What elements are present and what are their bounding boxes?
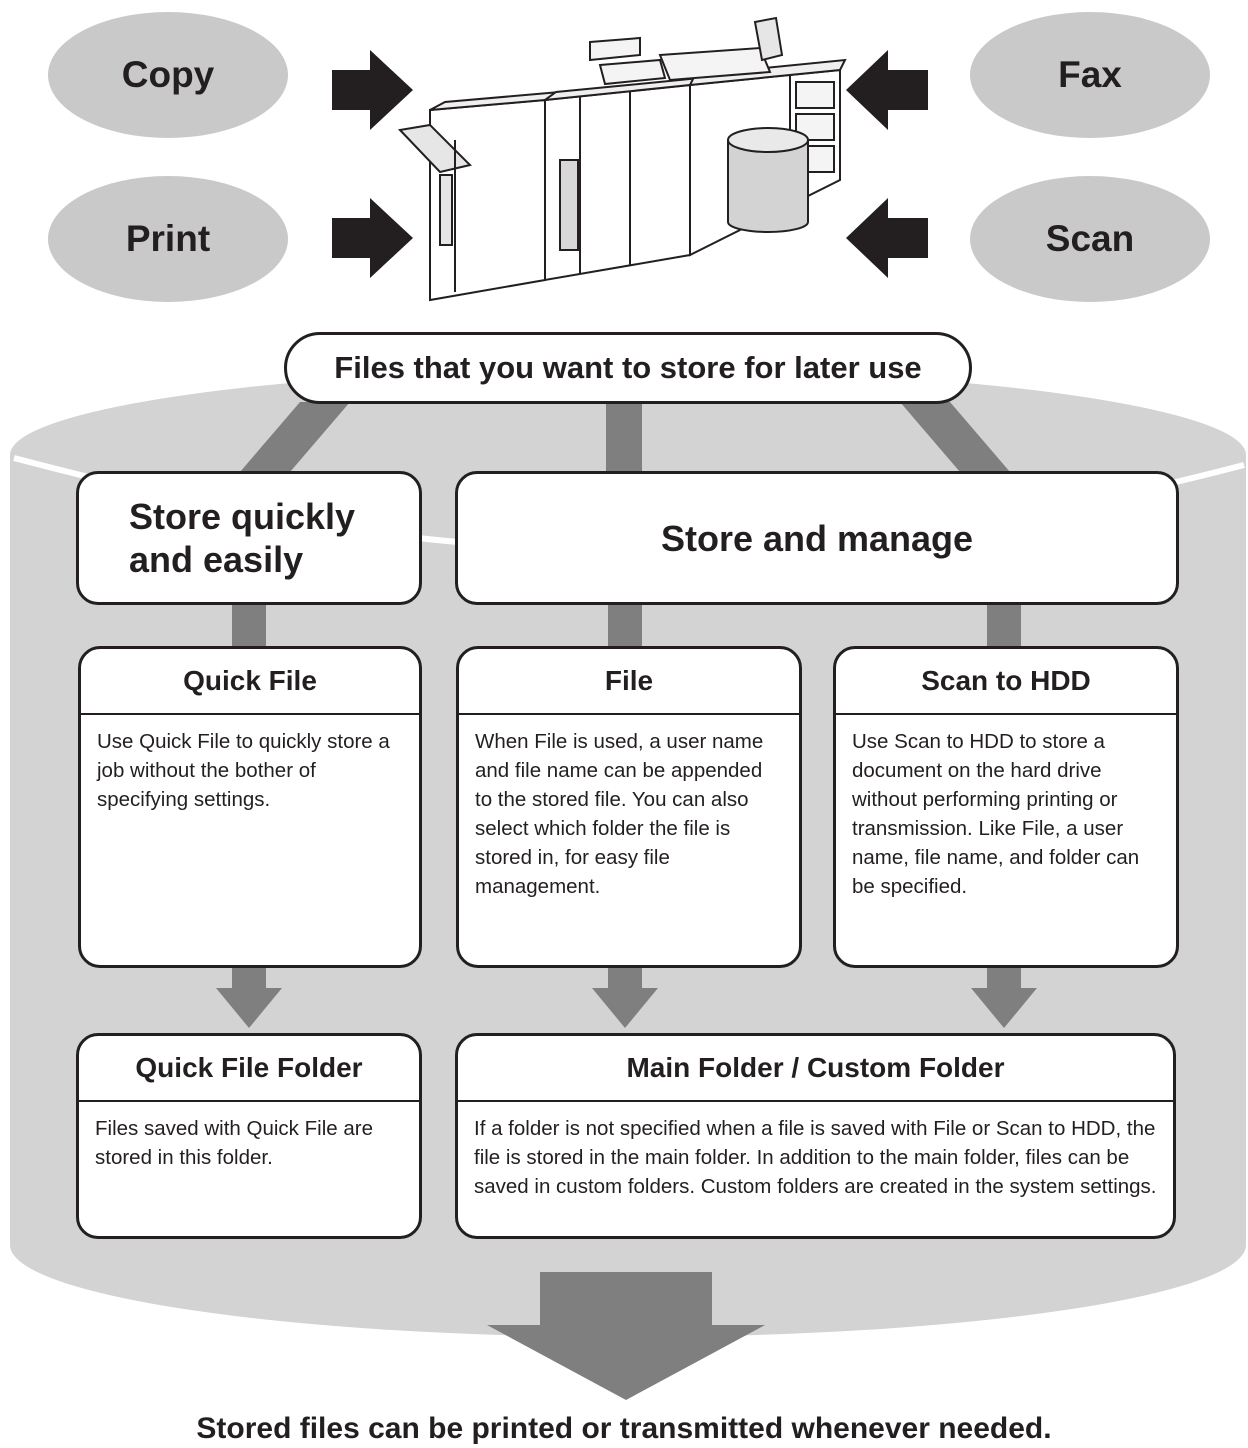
copy-label: Copy [121, 54, 215, 95]
folder-main-custom: Main Folder / Custom Folder If a folder … [455, 1033, 1176, 1239]
down-arrows [216, 966, 1037, 1028]
category-store-quickly: Store quickly and easily [76, 471, 422, 605]
mfp-machine-illustration [397, 16, 847, 302]
connectors [232, 402, 1021, 648]
print-source: Print [48, 176, 288, 302]
method-title: Quick File [81, 649, 419, 715]
bottom-arrow [487, 1272, 765, 1400]
intro-pill: Files that you want to store for later u… [284, 332, 972, 404]
folder-title: Quick File Folder [79, 1036, 419, 1102]
copy-source: Copy [48, 12, 288, 138]
category-store-quickly-label: Store quickly and easily [129, 496, 356, 580]
folder-quick-file: Quick File Folder Files saved with Quick… [76, 1033, 422, 1239]
method-description: When File is used, a user name and file … [475, 730, 764, 898]
method-title: File [459, 649, 799, 715]
fax-label: Fax [1058, 54, 1122, 95]
fax-source: Fax [970, 12, 1210, 138]
method-title: Scan to HDD [836, 649, 1176, 715]
category-store-manage: Store and manage [455, 471, 1179, 605]
footer-caption: Stored files can be printed or transmitt… [196, 1412, 1052, 1445]
method-description: Use Quick File to quickly store a job wi… [97, 730, 390, 811]
method-scan-to-hdd: Scan to HDD Use Scan to HDD to store a d… [833, 646, 1179, 968]
method-file: File When File is used, a user name and … [456, 646, 802, 968]
method-quick-file: Quick File Use Quick File to quickly sto… [78, 646, 422, 968]
category-store-manage-label: Store and manage [660, 517, 974, 559]
method-description: Use Scan to HDD to store a document on t… [852, 730, 1140, 898]
scan-label: Scan [1045, 218, 1135, 259]
folder-title: Main Folder / Custom Folder [458, 1036, 1173, 1102]
folder-description: If a folder is not specified when a file… [474, 1117, 1157, 1198]
input-arrows [332, 50, 928, 278]
scan-source: Scan [970, 176, 1210, 302]
intro-label: Files that you want to store for later u… [334, 350, 922, 385]
print-label: Print [125, 218, 211, 259]
folder-description: Files saved with Quick File are stored i… [95, 1117, 373, 1169]
